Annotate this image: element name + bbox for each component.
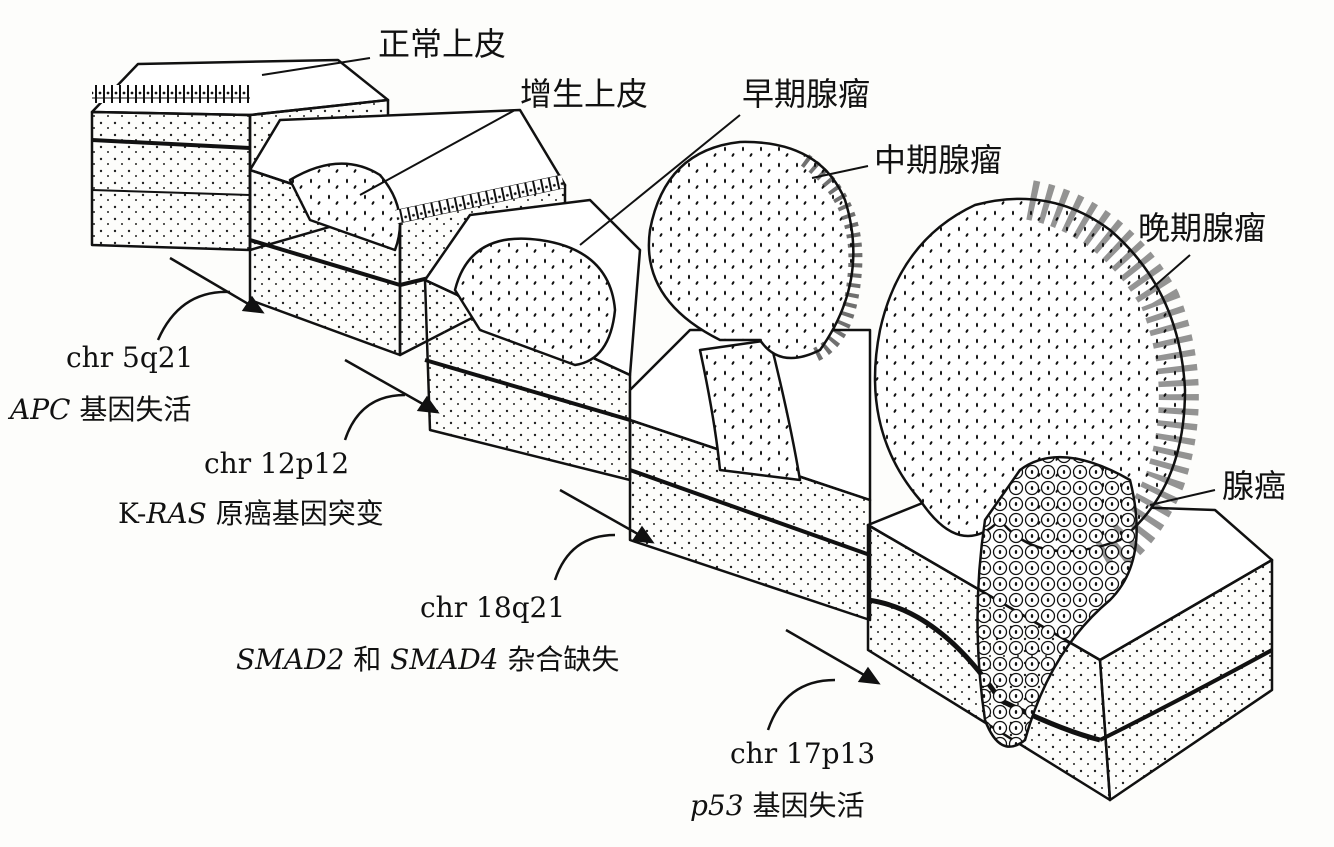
event-3-chr: chr 18q21 <box>420 594 565 622</box>
label-intermediate-adenoma: 中期腺瘤 <box>874 144 1002 176</box>
arrow-2 <box>345 360 437 440</box>
label-hyperplastic-epithelium: 增生上皮 <box>520 78 648 110</box>
event-1-description: 基因失活 <box>70 393 191 426</box>
arrow-4 <box>768 630 878 730</box>
event-3-connector: 和 <box>344 643 390 676</box>
event-4-gene: p53 基因失活 <box>690 792 864 820</box>
block-intermediate-adenoma <box>630 142 870 620</box>
label-late-adenoma: 晚期腺瘤 <box>1138 212 1266 244</box>
event-1-gene: APC 基因失活 <box>10 396 191 424</box>
event-3-description: 杂合缺失 <box>499 643 620 676</box>
event-1-chr: chr 5q21 <box>66 344 193 372</box>
event-3-gene: SMAD2 和 SMAD4 杂合缺失 <box>236 646 619 674</box>
event-2-gene: K-RAS 原癌基因突变 <box>118 500 384 528</box>
event-2-gene-prefix: K- <box>118 497 146 530</box>
label-early-adenoma: 早期腺瘤 <box>742 78 870 110</box>
event-4-description: 基因失活 <box>744 789 865 822</box>
block-early-adenoma <box>425 200 640 480</box>
event-4-gene-name: p53 <box>690 789 744 822</box>
label-carcinoma: 腺癌 <box>1222 470 1286 502</box>
arrow-1 <box>158 258 262 340</box>
block-late-adenoma <box>868 199 1272 800</box>
event-4-chr: chr 17p13 <box>730 740 875 768</box>
event-3-gene-a: SMAD2 <box>236 643 344 676</box>
event-3-gene-b: SMAD4 <box>390 643 498 676</box>
event-1-gene-name: APC <box>10 393 70 426</box>
event-2-gene-name: RAS <box>146 497 206 530</box>
event-2-chr: chr 12p12 <box>204 450 349 478</box>
event-2-description: 原癌基因突变 <box>207 497 384 530</box>
label-normal-epithelium: 正常上皮 <box>378 28 506 60</box>
